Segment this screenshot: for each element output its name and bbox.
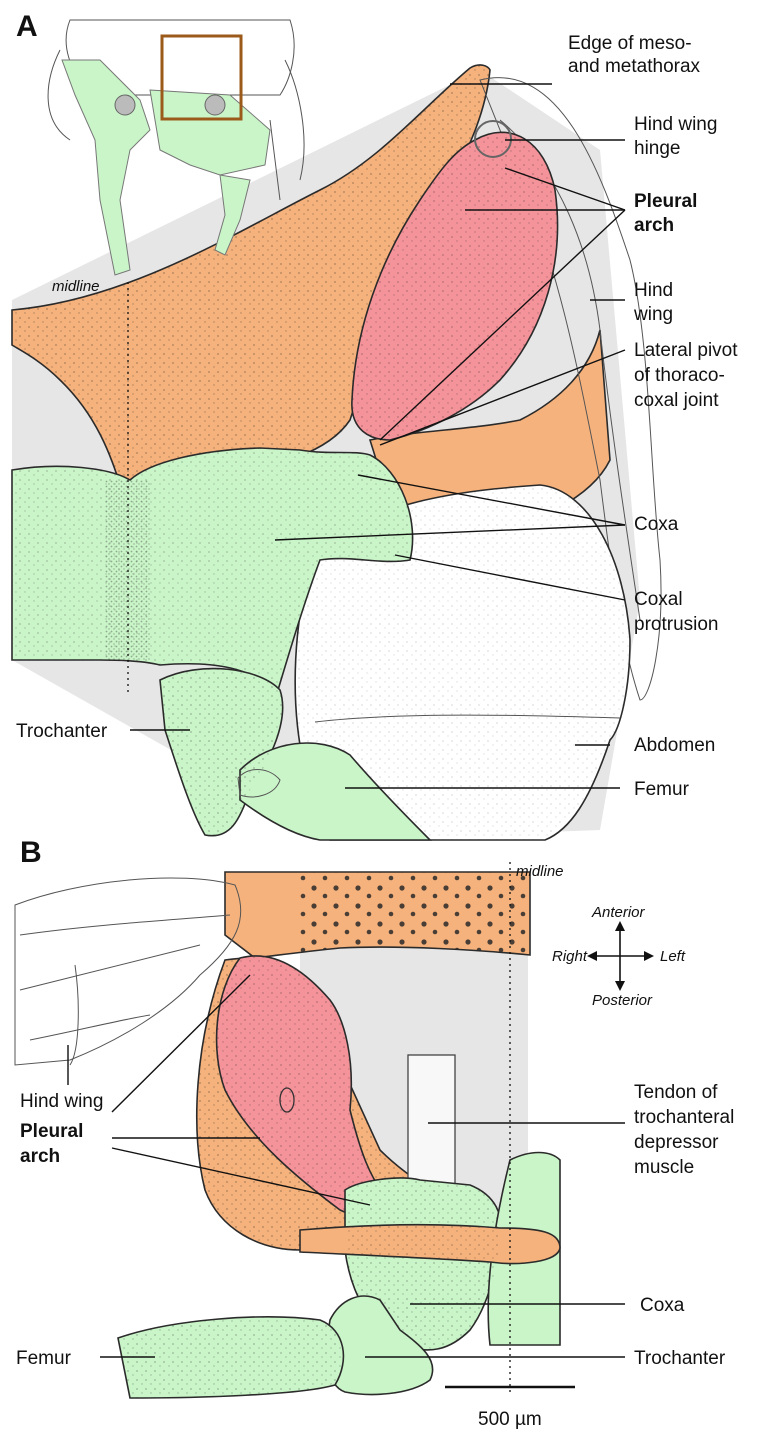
label-abdomen: Abdomen xyxy=(634,735,715,756)
compass-left: Left xyxy=(660,948,686,965)
compass-anterior: Anterior xyxy=(591,904,646,921)
label-coxa-b: Coxa xyxy=(640,1295,685,1316)
label-edge-of-thorax-2: and metathorax xyxy=(568,56,701,77)
label-coxa-a: Coxa xyxy=(634,514,679,535)
label-trochanter-a: Trochanter xyxy=(16,721,108,742)
label-coxal-protrusion-2: protrusion xyxy=(634,614,719,635)
label-edge-of-thorax-1: Edge of meso- xyxy=(568,33,692,54)
hind-wing-b-vein2 xyxy=(20,945,200,990)
label-lateral-pivot-2: of thoraco- xyxy=(634,365,725,386)
label-trochanter-b: Trochanter xyxy=(634,1348,726,1369)
label-hind-wing-hinge-1: Hind wing xyxy=(634,114,717,135)
label-lateral-pivot-1: Lateral pivot xyxy=(634,340,738,361)
compass-right: Right xyxy=(552,948,588,965)
compass-posterior: Posterior xyxy=(592,992,653,1009)
label-pleural-arch-b-2: arch xyxy=(20,1146,60,1167)
label-coxal-protrusion-1: Coxal xyxy=(634,589,683,610)
label-pleural-arch-a-1: Pleural xyxy=(634,191,697,212)
label-tendon-2: trochanteral xyxy=(634,1107,734,1128)
hind-wing-b-vein3 xyxy=(70,965,78,1065)
label-tendon-1: Tendon of xyxy=(634,1082,718,1103)
label-pleural-arch-a-2: arch xyxy=(634,215,674,236)
panel-b-letter: B xyxy=(20,836,42,869)
panel-a: A midline Edge of meso- and metathorax H… xyxy=(12,10,738,840)
scale-bar-label: 500 µm xyxy=(478,1409,542,1430)
thorax-spots-b xyxy=(300,872,530,955)
label-femur-a: Femur xyxy=(634,779,690,800)
label-lateral-pivot-3: coxal joint xyxy=(634,390,719,411)
panel-b: Anterior Posterior Right Left B midline … xyxy=(15,836,734,1430)
label-tendon-3: depressor xyxy=(634,1132,719,1153)
label-femur-b: Femur xyxy=(16,1348,72,1369)
label-hind-wing-hinge-2: hinge xyxy=(634,138,681,159)
hind-wing-b-vein4 xyxy=(30,1015,150,1040)
label-hind-wing-a-2: wing xyxy=(633,304,673,325)
midline-label-b: midline xyxy=(516,863,564,880)
label-hind-wing-a-1: Hind xyxy=(634,280,673,301)
label-tendon-4: muscle xyxy=(634,1157,694,1178)
label-hind-wing-b: Hind wing xyxy=(20,1091,103,1112)
midline-label-a: midline xyxy=(52,278,100,295)
label-pleural-arch-b-1: Pleural xyxy=(20,1121,83,1142)
panel-a-letter: A xyxy=(16,10,38,43)
hind-wing-b-vein1 xyxy=(20,915,230,935)
orientation-compass: Anterior Posterior Right Left xyxy=(552,904,686,1009)
